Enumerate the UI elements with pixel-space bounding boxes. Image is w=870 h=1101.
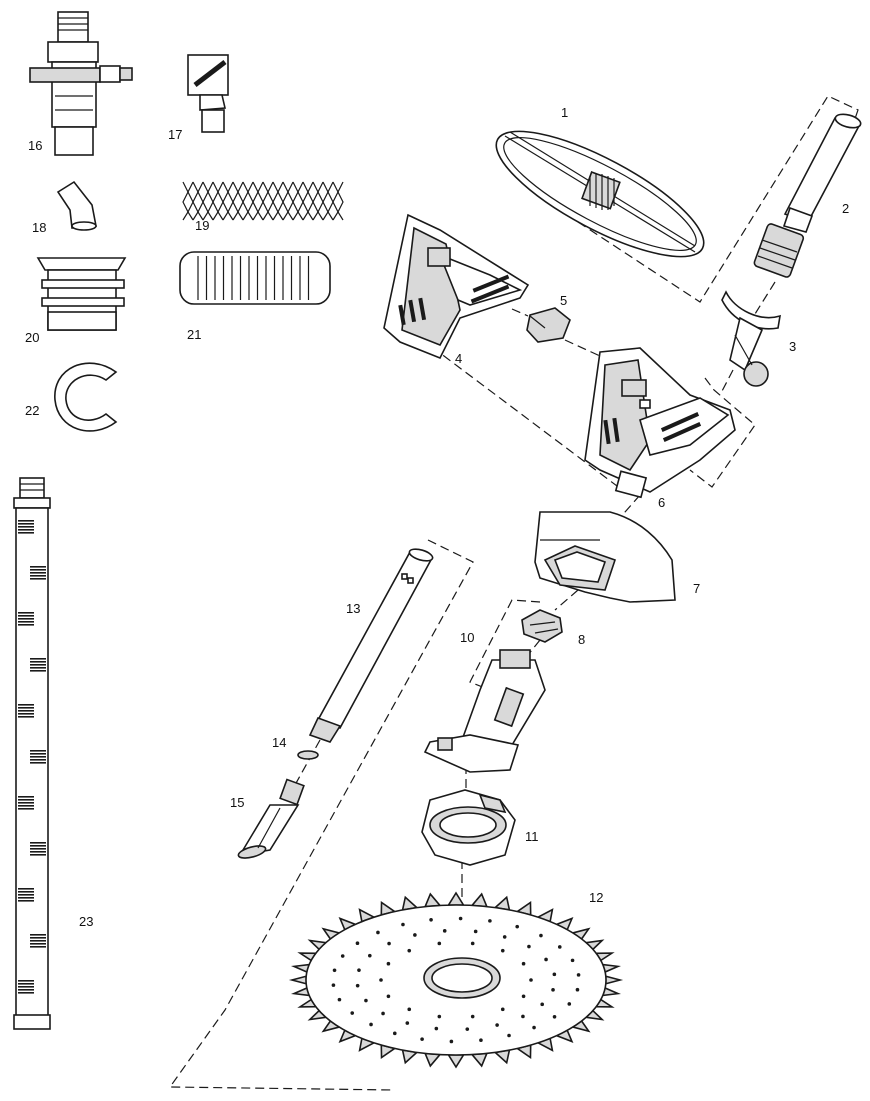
label-part-22: 22 — [25, 403, 40, 418]
part-22-cclip — [54, 362, 118, 432]
label-part-8: 8 — [578, 632, 586, 647]
part-8-clip — [521, 609, 563, 643]
label-part-2: 2 — [842, 201, 850, 216]
part-20-fitting — [36, 257, 127, 331]
label-part-3: 3 — [789, 339, 797, 354]
label-part-6: 6 — [658, 495, 666, 510]
label-part-5: 5 — [560, 293, 568, 308]
label-part-7: 7 — [693, 581, 701, 596]
label-part-17: 17 — [168, 127, 183, 142]
part-14-ring — [297, 750, 319, 760]
part-2-tube — [753, 113, 862, 278]
label-part-23: 23 — [79, 914, 94, 929]
part-13-tube — [308, 548, 434, 743]
part-15-cuff — [237, 778, 305, 859]
label-part-20: 20 — [25, 330, 40, 345]
label-part-14: 14 — [272, 735, 287, 750]
part-4-wing — [383, 213, 530, 360]
part-12-disc — [288, 891, 624, 1069]
label-part-18: 18 — [32, 220, 47, 235]
part-21-hose — [179, 251, 331, 305]
label-part-21: 21 — [187, 327, 202, 342]
part-5-block — [526, 307, 571, 343]
label-part-12: 12 — [589, 890, 604, 905]
part-6-body — [584, 347, 736, 499]
part-10-valve — [423, 649, 546, 773]
part-3-swivel — [721, 290, 782, 387]
part-18-elbow — [56, 180, 97, 231]
label-part-16: 16 — [28, 138, 43, 153]
part-11-collar — [421, 789, 516, 866]
label-part-4: 4 — [455, 351, 463, 366]
label-part-10: 10 — [460, 630, 475, 645]
label-part-11: 11 — [525, 829, 539, 844]
part-23-hose — [13, 477, 51, 1030]
part-19-mesh — [182, 181, 344, 221]
label-part-13: 13 — [346, 601, 361, 616]
label-part-19: 19 — [195, 218, 210, 233]
part-17-nozzle — [187, 54, 229, 133]
part-16-valve — [29, 11, 133, 156]
label-part-1: 1 — [561, 105, 569, 120]
part-1-ring — [495, 130, 705, 258]
label-part-15: 15 — [230, 795, 245, 810]
part-7-plate — [534, 511, 676, 603]
